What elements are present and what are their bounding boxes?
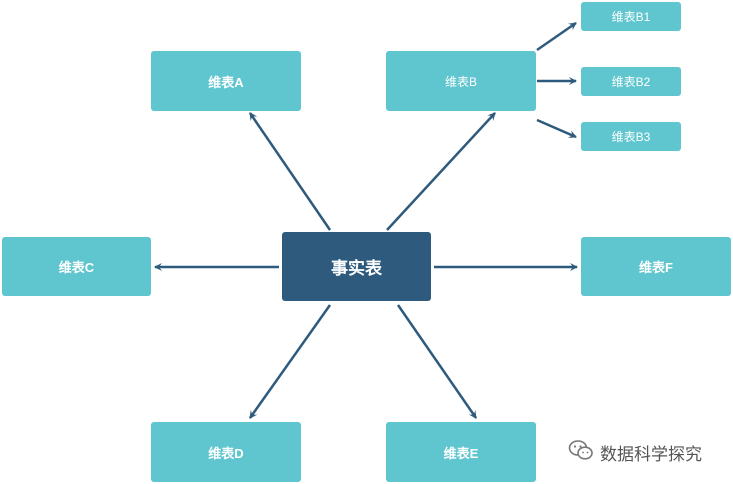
dimension-d-node: 维表D bbox=[151, 422, 301, 482]
dimension-c-node: 维表C bbox=[2, 237, 151, 296]
sub-dimension-b2-node: 维表B2 bbox=[581, 67, 681, 96]
arrow-fact-to-d bbox=[248, 304, 332, 419]
arrow-b-to-b3 bbox=[536, 118, 577, 139]
fact-table-node: 事实表 bbox=[282, 232, 431, 301]
sub-dimension-b1-node: 维表B1 bbox=[581, 2, 681, 31]
watermark-text: 数据科学探究 bbox=[600, 445, 702, 465]
dimension-e-node: 维表E bbox=[386, 422, 536, 482]
wechat-icon bbox=[568, 439, 594, 466]
arrow-fact-to-e bbox=[396, 304, 478, 419]
dimension-b-node: 维表B bbox=[386, 51, 536, 111]
arrow-b-to-b1 bbox=[536, 21, 577, 52]
sub-dimension-b3-node: 维表B3 bbox=[581, 122, 681, 151]
dimension-a-node: 维表A bbox=[151, 51, 301, 111]
dimension-f-node: 维表F bbox=[581, 237, 731, 296]
arrow-fact-to-b bbox=[386, 112, 496, 231]
arrow-fact-to-a bbox=[248, 112, 332, 231]
watermark: 数据科学探究 bbox=[568, 439, 702, 466]
